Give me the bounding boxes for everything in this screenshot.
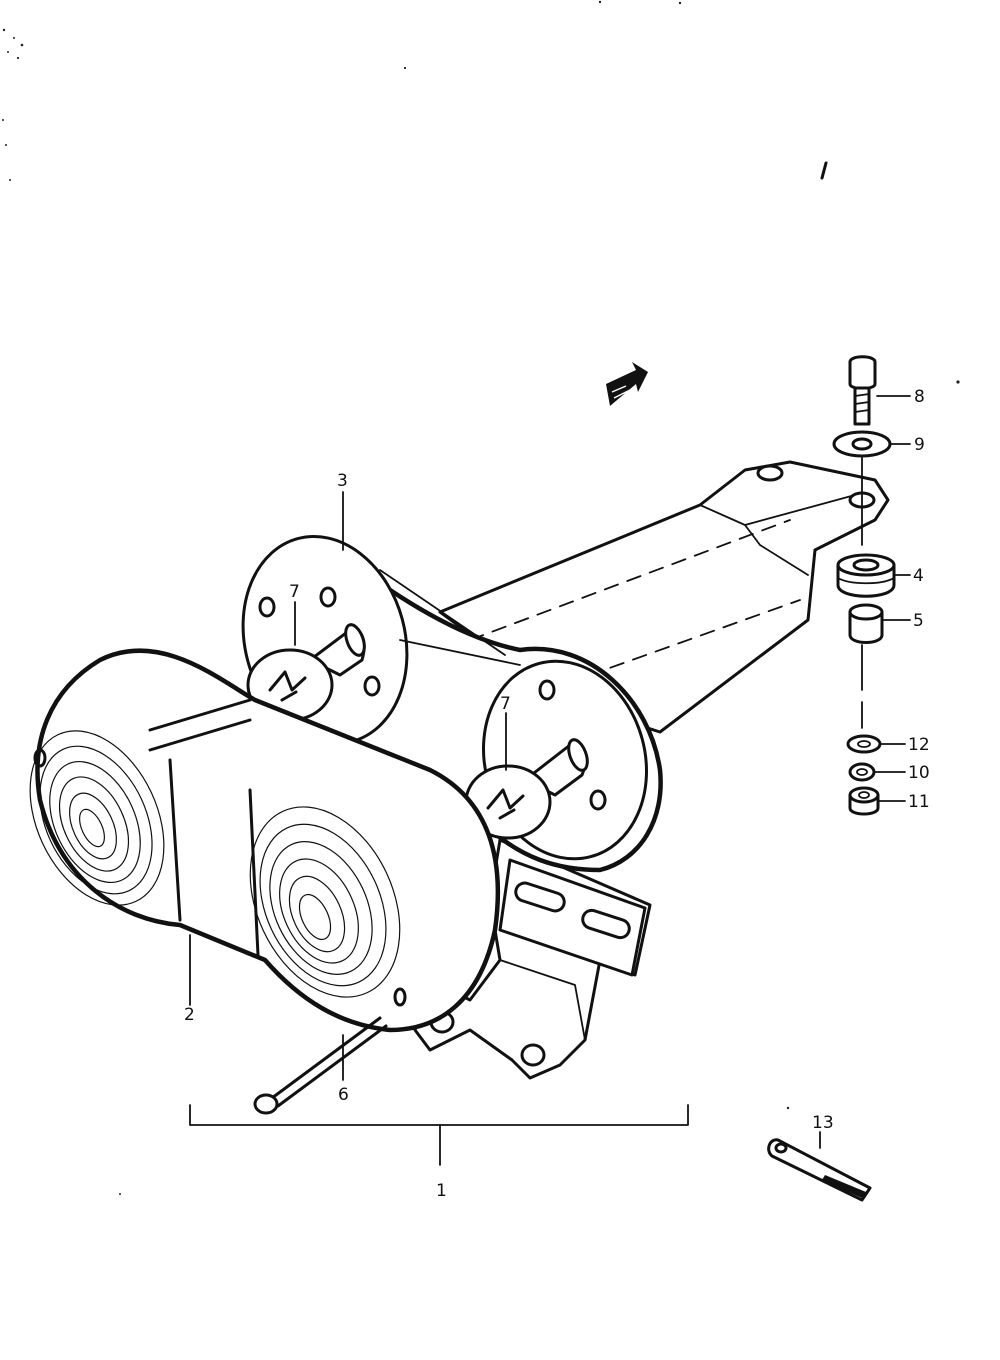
front-direction-arrow-icon bbox=[606, 362, 648, 406]
callout-7-lower: 7 bbox=[500, 694, 511, 714]
assembly-bracket bbox=[189, 1104, 689, 1126]
nut-11 bbox=[848, 786, 880, 816]
callout-13: 13 bbox=[812, 1113, 834, 1133]
callout-7-upper: 7 bbox=[289, 582, 300, 602]
callout-4: 4 bbox=[913, 566, 924, 586]
leader-lines bbox=[189, 395, 911, 1149]
callout-12: 12 bbox=[908, 735, 930, 755]
reflector-strap-13 bbox=[767, 1138, 872, 1202]
callout-5: 5 bbox=[913, 611, 924, 631]
scan-specks bbox=[2, 0, 960, 1195]
washer-9 bbox=[832, 430, 892, 458]
bulb-lower bbox=[464, 738, 589, 840]
callout-10: 10 bbox=[908, 763, 930, 783]
bracket-mount-hole bbox=[520, 1043, 546, 1067]
collar-5 bbox=[848, 603, 884, 644]
washer-12 bbox=[846, 734, 882, 754]
callout-9: 9 bbox=[914, 435, 925, 455]
tail-light-lens bbox=[29, 648, 501, 1033]
grommet-4 bbox=[836, 553, 896, 598]
lens-right-rings bbox=[249, 806, 401, 998]
bolt-8 bbox=[848, 355, 877, 426]
callout-1: 1 bbox=[436, 1181, 447, 1201]
washer-9-hole bbox=[851, 437, 873, 451]
lens-screw bbox=[253, 1016, 388, 1115]
bulb-upper bbox=[246, 623, 366, 722]
plate-slot bbox=[581, 908, 631, 940]
plate-slot bbox=[514, 881, 566, 913]
scan-tick-mark bbox=[820, 161, 828, 180]
lock-washer-10 bbox=[848, 762, 876, 782]
callout-11: 11 bbox=[908, 792, 930, 812]
callout-3: 3 bbox=[337, 471, 348, 491]
bracket-mount-hole bbox=[756, 464, 784, 482]
callout-6: 6 bbox=[338, 1085, 349, 1105]
callout-8: 8 bbox=[914, 387, 925, 407]
lens-left-rings bbox=[29, 730, 165, 906]
callout-2: 2 bbox=[184, 1005, 195, 1025]
